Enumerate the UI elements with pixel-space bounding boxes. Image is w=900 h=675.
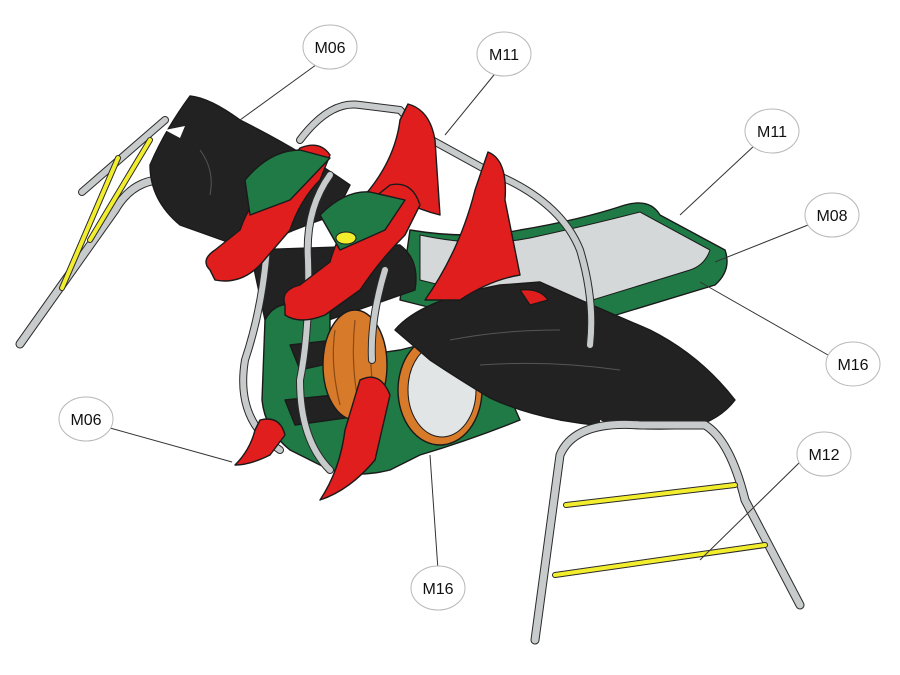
front-support-frame (530, 419, 805, 645)
callout-m11-right: M11 (744, 108, 800, 154)
callout-label: M06 (70, 412, 101, 429)
callout-leaders (109, 61, 829, 571)
callout-label: M06 (314, 40, 345, 57)
callout-m12: M12 (796, 431, 852, 477)
red-feet (234, 289, 549, 501)
callout-label: M12 (808, 447, 839, 464)
callout-label: M16 (837, 357, 868, 374)
callout-m16-right: M16 (825, 341, 881, 387)
callout-label: M08 (816, 208, 847, 225)
callout-m08: M08 (804, 192, 860, 238)
dorsal-fins (364, 103, 521, 301)
callout-m11-top: M11 (476, 31, 532, 77)
dragon-heads (205, 144, 421, 321)
callout-label: M16 (422, 581, 453, 598)
callout-m06-top: M06 (302, 24, 358, 70)
callout-label: M11 (757, 124, 787, 141)
callout-label: M11 (489, 47, 519, 64)
callout-m16-bottom: M16 (410, 565, 466, 611)
callout-m06-left: M06 (58, 396, 114, 442)
